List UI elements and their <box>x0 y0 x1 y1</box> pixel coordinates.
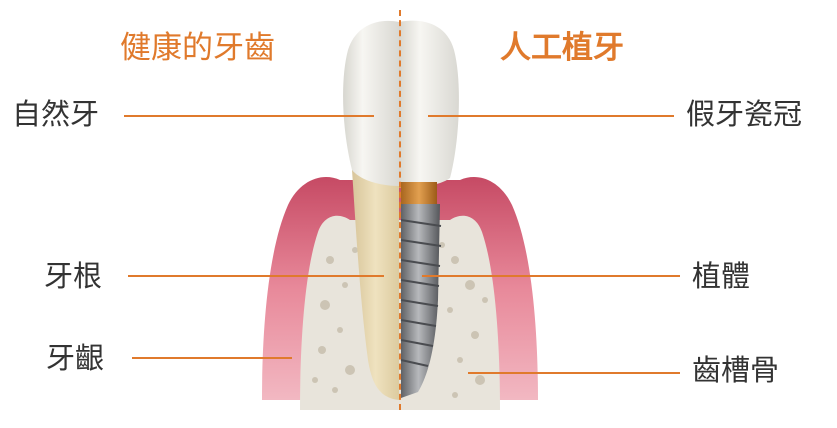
label-crown: 假牙瓷冠 <box>686 96 802 132</box>
label-implant-body: 植體 <box>692 258 750 294</box>
label-natural-tooth: 自然牙 <box>12 96 99 132</box>
leader-root <box>128 275 384 277</box>
implant-title: 人工植牙 <box>500 22 624 67</box>
implant-crown <box>399 21 459 188</box>
healthy-tooth-title: 健康的牙齒 <box>120 22 275 67</box>
leader-gum <box>132 357 292 359</box>
label-root: 牙根 <box>44 258 102 294</box>
leader-crown <box>428 115 674 117</box>
label-alveolar-bone: 齒槽骨 <box>692 352 779 388</box>
natural-crown <box>343 21 399 186</box>
leader-natural-tooth <box>124 115 374 117</box>
leader-implant-body <box>422 275 680 277</box>
label-gum: 牙齦 <box>46 340 104 376</box>
leader-alveolar-bone <box>468 372 680 374</box>
implant-abutment <box>401 182 437 204</box>
center-divider <box>399 10 401 410</box>
